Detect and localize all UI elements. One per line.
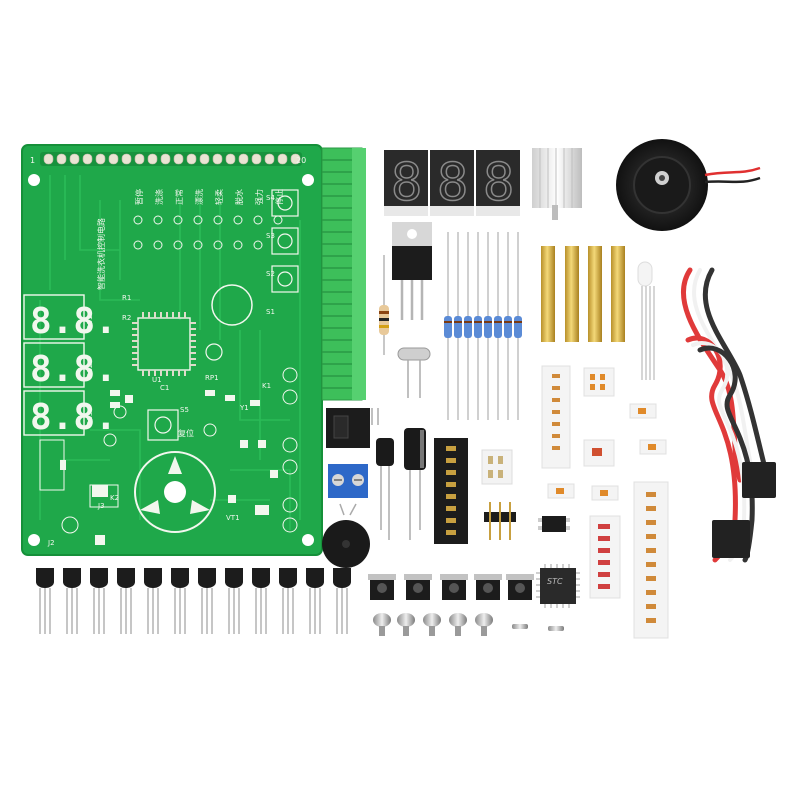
header-pin20-label: 20 [296, 156, 306, 165]
mcu-chip: STC [536, 564, 580, 608]
header-pads [40, 152, 302, 166]
label-c1: C1 [160, 384, 169, 392]
mode-label-2: 正常 [175, 189, 184, 205]
electrolytic-capacitors [376, 428, 426, 540]
pin-header [484, 502, 516, 540]
tactile-switches [368, 574, 534, 600]
label-k1: K1 [262, 382, 271, 390]
pcb-title: 智能洗衣机控制电路 [96, 218, 106, 290]
mode-label-7: 停止 [274, 189, 284, 205]
label-reset: 复位 [178, 428, 194, 438]
label-u1: U1 [152, 376, 162, 384]
mode-label-6: 强力 [254, 189, 264, 205]
label-j2: J2 [47, 539, 55, 547]
mode-label-5: 脱水 [234, 189, 244, 205]
display-digit-2: 8 [437, 153, 468, 213]
digit-silk-3: 8.8. [30, 397, 117, 438]
power-resistor [379, 255, 389, 355]
label-s2: S2 [266, 270, 275, 278]
terminal-block-strip [321, 147, 366, 401]
voltage-regulator [392, 222, 432, 320]
mode-label-3: 漂洗 [194, 189, 204, 205]
resistor-row [444, 232, 522, 420]
mode-label-1: 洗涤 [154, 189, 164, 205]
label-k2: K2 [110, 494, 119, 502]
label-s3: S3 [266, 232, 275, 240]
buzzer-footprint [211, 284, 253, 326]
label-vt1: VT1 [226, 514, 240, 522]
smd-bridge [538, 516, 570, 532]
label-r1: R1 [122, 294, 131, 302]
header-pin1-label: 1 [30, 156, 35, 165]
servo-cables [680, 266, 776, 563]
crystal [397, 347, 431, 398]
mode-label-4: 轻柔 [214, 189, 224, 205]
smd-strip-small [481, 449, 513, 485]
ic-socket-strip [434, 438, 468, 544]
switch-footprints [271, 189, 299, 293]
mode-label-grid: 暂停 洗涤 正常 漂洗 轻柔 脱水 强力 停止 [133, 189, 284, 250]
label-s1: S1 [266, 308, 275, 316]
digit-footprints [23, 294, 85, 436]
screw-terminal [328, 464, 368, 498]
display-digit-1: 8 [391, 153, 422, 213]
mode-label-0: 暂停 [134, 189, 144, 205]
label-ds2: DS2 [86, 364, 94, 378]
rgb-led [637, 261, 655, 380]
transistor-row [36, 568, 351, 634]
reset-switch-footprint [147, 409, 179, 441]
display-digit-3: 8 [483, 153, 514, 213]
smd-tape-strips [541, 365, 669, 639]
mcu-footprint [132, 312, 196, 376]
chip-brand: STC [547, 577, 563, 586]
digit-silk-1: 8.8. [30, 301, 117, 342]
label-ds3: DS3 [86, 412, 94, 426]
digit-silk-2: 8.8. [30, 349, 117, 390]
motor [616, 139, 761, 231]
pcb-board: 1 20 智能洗衣机控制电路 暂停 洗涤 正常 漂洗 轻柔 脱水 强力 停止 [21, 144, 323, 556]
seven-segment-displays: 8 8 8 [384, 150, 520, 216]
label-ds1: DS1 [86, 316, 94, 330]
brass-standoffs [541, 246, 625, 342]
label-y1: Y1 [239, 404, 249, 412]
label-s5: S5 [180, 406, 189, 414]
motor-footprint [134, 451, 216, 533]
heatsink [532, 148, 582, 220]
label-s4: S4 [266, 194, 275, 202]
label-rp1: RP1 [205, 374, 219, 382]
label-j3: J3 [97, 502, 105, 510]
buzzer [322, 503, 370, 568]
screws [373, 613, 564, 636]
relay [326, 408, 379, 448]
label-r2: R2 [122, 314, 131, 322]
